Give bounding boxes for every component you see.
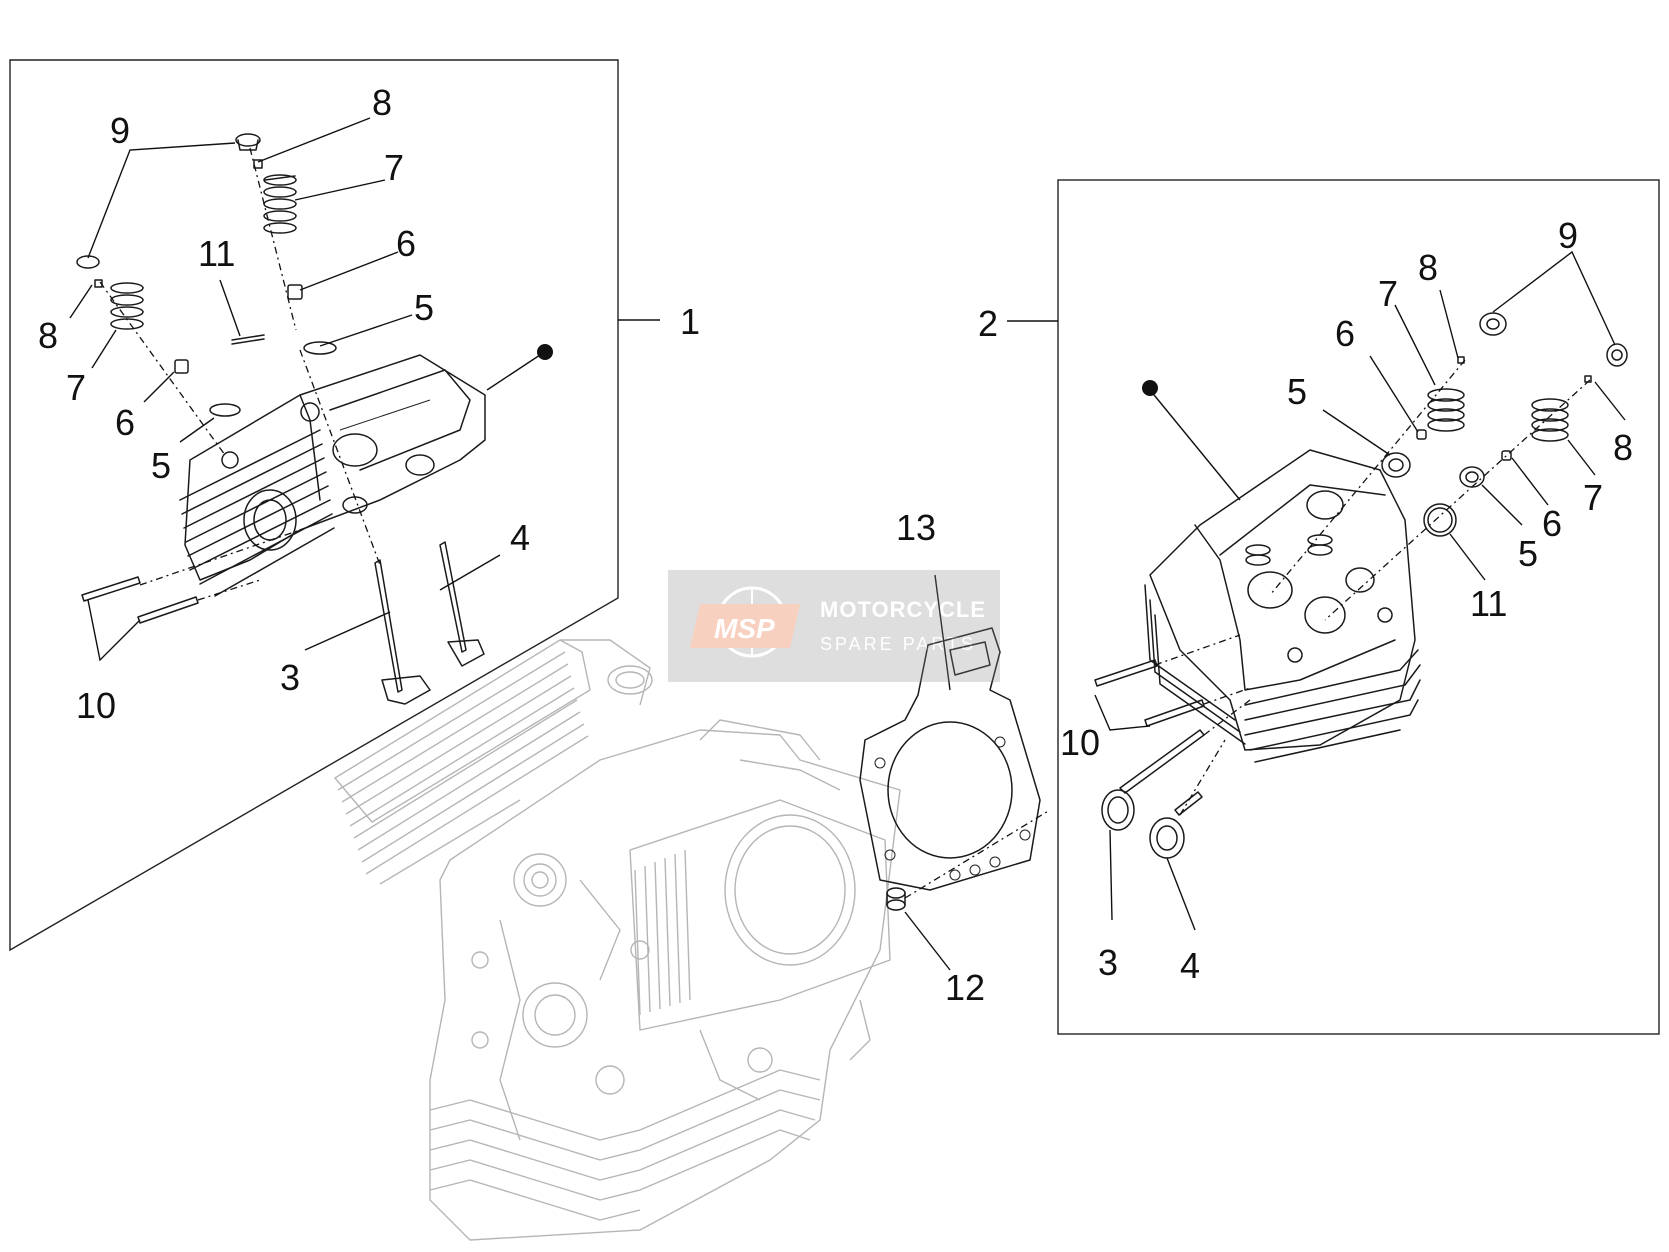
callout-left-4: 4: [510, 517, 530, 558]
callout-group-2: 2: [978, 303, 998, 344]
callout-left-8a: 8: [372, 82, 392, 123]
callout-right-8a: 8: [1418, 247, 1438, 288]
callout-left-6b: 6: [115, 402, 135, 443]
callout-left-9: 9: [110, 110, 130, 151]
callout-left-8b: 8: [38, 315, 58, 356]
right-group-frame: [1057, 179, 1660, 1035]
watermark-title: MOTORCYCLE: [820, 597, 986, 622]
callout-right-5b: 5: [1518, 533, 1538, 574]
callout-12: 12: [945, 967, 985, 1008]
right-valve-train: [1094, 312, 1628, 859]
callout-left-7a: 7: [384, 147, 404, 188]
callout-group-1: 1: [680, 301, 700, 342]
engine-crankcase: [334, 639, 901, 1241]
callout-right-4: 4: [1180, 945, 1200, 986]
callout-13: 13: [896, 507, 936, 548]
right-cylinder-head: [1144, 449, 1421, 763]
callout-left-10: 10: [76, 685, 116, 726]
callout-right-11: 11: [1470, 583, 1507, 624]
centering-dowel: [886, 887, 906, 911]
callout-left-7b: 7: [66, 367, 86, 408]
callout-right-10: 10: [1060, 722, 1100, 763]
left-cylinder-head: [179, 354, 486, 597]
callout-right-7b: 7: [1583, 477, 1603, 518]
callout-left-6a: 6: [396, 223, 416, 264]
callout-right-5a: 5: [1287, 371, 1307, 412]
callout-right-3: 3: [1098, 942, 1118, 983]
callout-left-3: 3: [280, 657, 300, 698]
callout-right-6b: 6: [1542, 503, 1562, 544]
right-leaders: [1094, 250, 1626, 931]
right-head-marker-dot: [1142, 380, 1158, 396]
head-gasket: [859, 627, 1041, 891]
left-leaders: [69, 117, 660, 662]
callout-right-9: 9: [1558, 215, 1578, 256]
left-head-marker-dot: [537, 344, 553, 360]
left-group-frame: [9, 59, 619, 952]
callout-left-11: 11: [198, 233, 235, 274]
callout-right-8b: 8: [1613, 427, 1633, 468]
callout-right-6a: 6: [1335, 313, 1355, 354]
watermark-subtitle: SPARE PARTS: [820, 634, 976, 654]
left-valve-train: [76, 133, 485, 705]
callout-right-7a: 7: [1378, 273, 1398, 314]
callout-left-5b: 5: [151, 445, 171, 486]
callout-left-5a: 5: [414, 287, 434, 328]
watermark-logo: MSP: [714, 613, 775, 644]
watermark: MSP MOTORCYCLE SPARE PARTS: [668, 570, 1000, 682]
